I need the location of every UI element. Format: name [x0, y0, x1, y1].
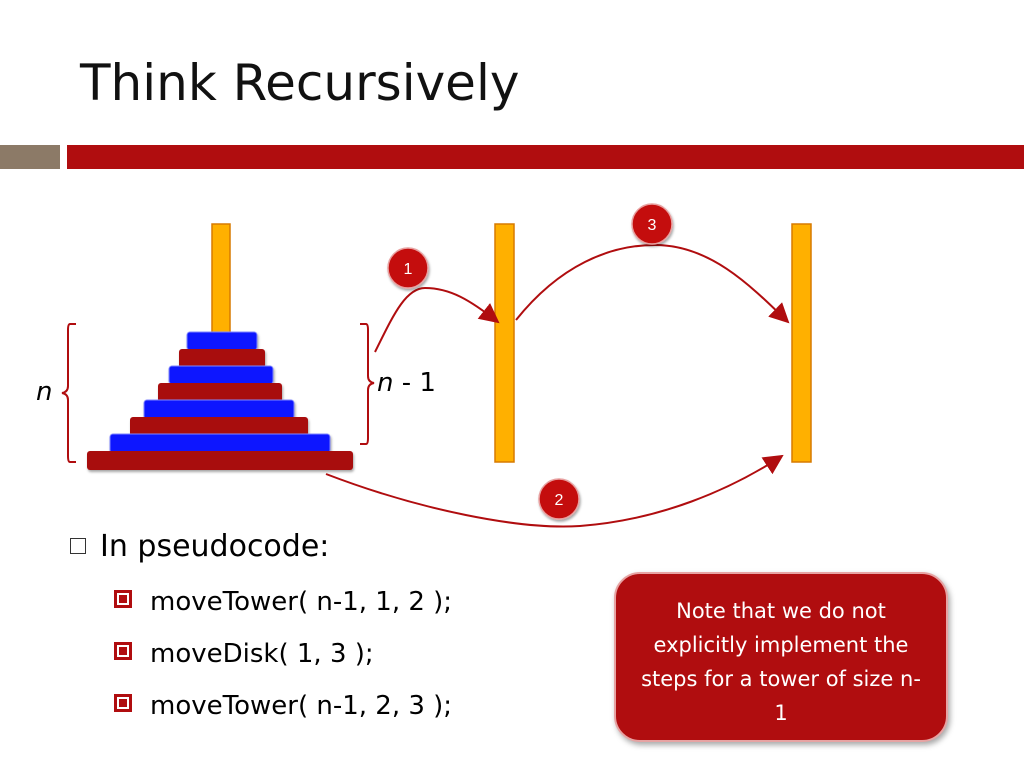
arrow-step-2: [325, 454, 784, 528]
sub-bullet: moveDisk( 1, 3 );: [114, 637, 374, 671]
code-line-2: moveDisk( 1, 3 );: [150, 639, 374, 669]
title-divider-accent: [0, 145, 60, 169]
code-line-3: moveTower( n-1, 2, 3 );: [150, 691, 453, 721]
peg-3: [791, 223, 812, 463]
step-1-label: 1: [404, 261, 413, 278]
disk: [186, 331, 258, 351]
disk-stack: [87, 331, 353, 470]
code-line-1: moveTower( n-1, 1, 2 );: [150, 587, 453, 617]
disk: [179, 349, 265, 368]
brace-n-minus-1: [360, 323, 375, 445]
sub-bullet-square-icon: [114, 590, 132, 608]
base-disk: [87, 451, 353, 470]
title-divider-bar: [67, 145, 1024, 169]
n-label: n: [36, 377, 52, 407]
slide-title: Think Recursively: [80, 54, 520, 112]
peg-1: [211, 223, 231, 345]
disk: [130, 417, 308, 436]
step-2-badge: [538, 478, 580, 520]
note-text: Note that we do not explicitly implement…: [641, 599, 921, 725]
n-minus-1-var: n: [377, 368, 393, 398]
sub-bullet: moveTower( n-1, 2, 3 );: [114, 689, 452, 723]
peg-2: [494, 223, 515, 463]
bullet-text: In pseudocode:: [100, 529, 330, 564]
n-minus-1-rest: - 1: [393, 368, 435, 398]
note-callout: Note that we do not explicitly implement…: [614, 572, 948, 742]
bullet-pseudocode: In pseudocode:: [70, 527, 329, 567]
bullet-box-icon: [70, 538, 86, 554]
disk: [143, 399, 295, 420]
disk: [109, 433, 331, 454]
arrow-step-1: [374, 286, 500, 353]
step-3-label: 3: [648, 217, 657, 234]
step-3-badge: [631, 203, 673, 245]
n-minus-1-label: n - 1: [377, 368, 436, 398]
disk: [168, 365, 274, 385]
step-1-badge: [387, 247, 429, 289]
sub-bullet-square-icon: [114, 694, 132, 712]
disk: [158, 383, 282, 402]
sub-bullet-square-icon: [114, 642, 132, 660]
brace-n: [61, 323, 76, 463]
step-2-label: 2: [555, 492, 564, 509]
sub-bullet: moveTower( n-1, 1, 2 );: [114, 585, 452, 619]
arrow-step-3: [515, 243, 790, 324]
